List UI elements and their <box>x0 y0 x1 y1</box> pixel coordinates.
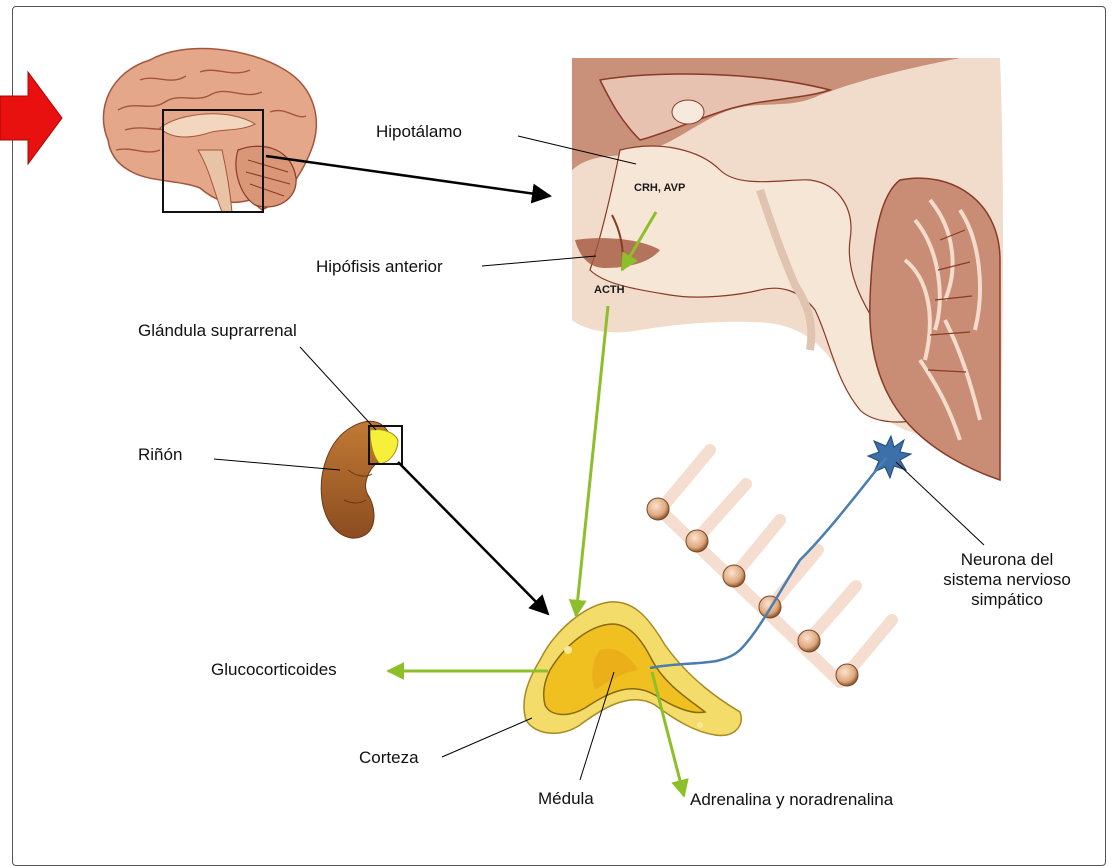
label-neuron-line2: sistema nervioso <box>922 570 1092 590</box>
label-glucocorticoids: Glucocorticoides <box>211 660 337 680</box>
label-sympathetic-neuron: Neurona del sistema nervioso simpático <box>922 550 1092 610</box>
acth-flow-arrow <box>576 306 608 616</box>
ganglion-chain <box>647 450 892 686</box>
label-anterior-pituitary: Hipófisis anterior <box>316 257 443 277</box>
label-hypothalamus: Hipotálamo <box>376 122 462 142</box>
brain-section-image <box>572 58 1003 480</box>
label-neuron-line1: Neurona del <box>922 550 1092 570</box>
pointer-arrow-icon <box>0 72 62 164</box>
hormone-label-crh-avp: CRH, AVP <box>634 182 685 194</box>
label-adrenal-gland: Glándula suprarrenal <box>138 321 297 341</box>
label-adrenaline: Adrenalina y noradrenalina <box>690 790 893 810</box>
brain-icon <box>103 49 316 212</box>
label-neuron-line3: simpático <box>922 590 1092 610</box>
zoom-arrow-adrenal <box>398 462 548 614</box>
zoom-arrow-brain <box>266 156 550 196</box>
hormone-label-acth: ACTH <box>594 284 625 296</box>
label-cortex: Corteza <box>359 748 419 768</box>
label-kidney: Riñón <box>138 445 182 465</box>
label-medulla: Médula <box>538 789 594 809</box>
adrenal-section-icon <box>524 602 741 736</box>
